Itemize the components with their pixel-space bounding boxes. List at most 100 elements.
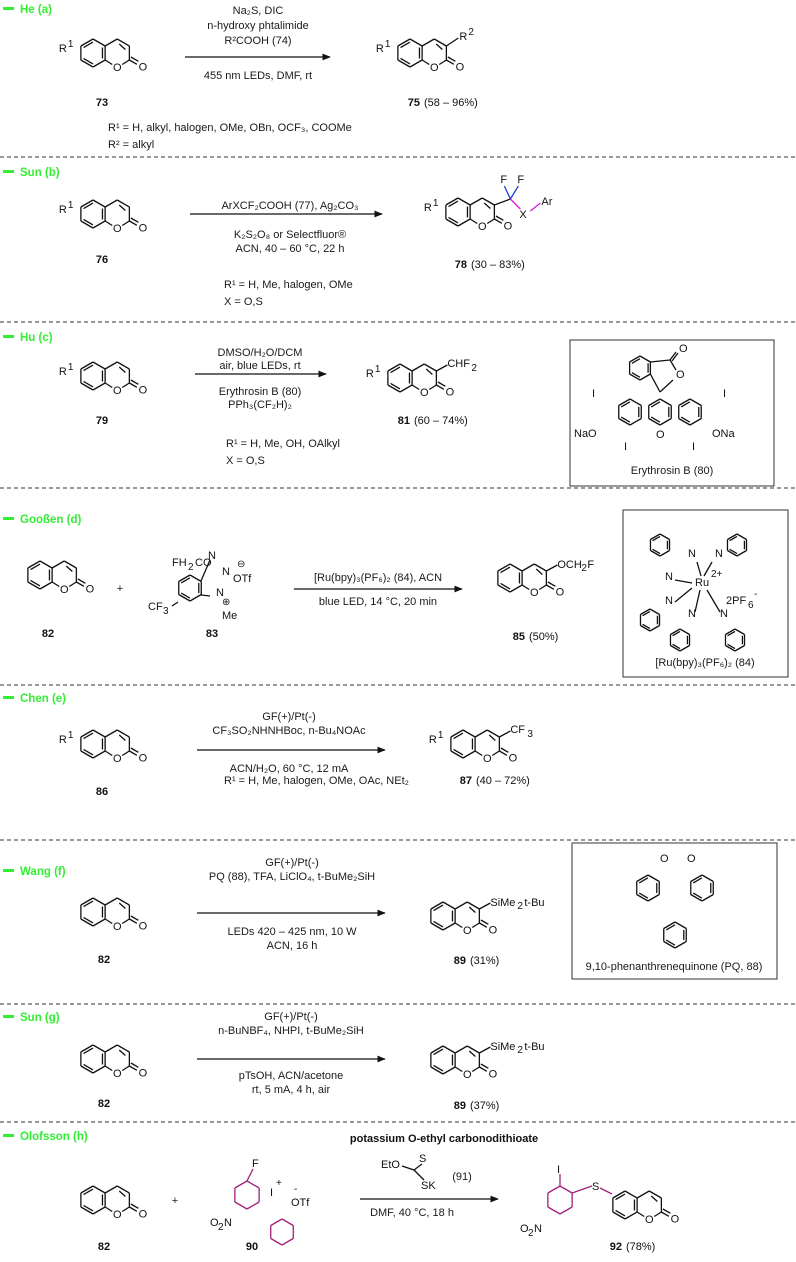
sm-label: 76 <box>96 254 108 266</box>
bond <box>494 218 503 224</box>
nitro-group: O <box>520 1223 529 1235</box>
condition-above: R²COOH (74) <box>224 35 291 47</box>
bond <box>413 1163 423 1171</box>
bond <box>400 57 411 65</box>
fh2co-group-co: CO <box>195 557 212 569</box>
bond <box>479 902 491 910</box>
bond <box>690 874 703 883</box>
bond <box>63 560 77 569</box>
bond <box>680 401 691 408</box>
bond <box>450 750 464 759</box>
bond <box>83 218 94 226</box>
bond <box>30 579 41 587</box>
bond <box>727 630 736 637</box>
bond <box>80 382 94 391</box>
bond <box>200 559 211 582</box>
bond <box>92 750 106 759</box>
silyl-sub: 2 <box>517 1045 523 1056</box>
bond <box>83 364 94 372</box>
bond <box>674 587 693 603</box>
product-yield: (40 – 72%) <box>476 775 530 787</box>
bond <box>118 902 126 909</box>
scope-line: R² = alkyl <box>108 139 154 151</box>
plus-sign: + <box>117 583 123 595</box>
bond <box>599 1187 613 1195</box>
r1-label: R <box>366 368 374 380</box>
bond <box>679 644 690 652</box>
bond <box>92 382 106 391</box>
scope-line: R¹ = H, alkyl, halogen, OMe, OBn, OCF₃, … <box>108 122 352 134</box>
bond <box>480 1063 489 1069</box>
bond <box>104 38 118 47</box>
thioether-sulfur: S <box>592 1181 599 1193</box>
bond <box>80 199 94 208</box>
r1-label: R <box>424 202 432 214</box>
condition-below: PPh₃(CF₂H)₂ <box>228 399 292 411</box>
condition-below: Erythrosin B (80) <box>219 386 302 398</box>
bond <box>234 1201 248 1210</box>
bond <box>661 1211 670 1217</box>
reagent-number: (91) <box>452 1171 472 1183</box>
product-yield: (37%) <box>470 1100 499 1112</box>
otf-charge: - <box>294 1184 297 1195</box>
nitro-group: O <box>210 1217 219 1229</box>
r1-label-sup: 1 <box>68 362 74 373</box>
lactone-carbonyl-oxygen: O <box>679 343 688 355</box>
bond <box>653 1211 662 1218</box>
bond <box>690 893 703 902</box>
bond <box>547 1206 561 1215</box>
bond <box>647 874 660 883</box>
bond <box>521 563 535 572</box>
condition-above: n-BuNBF₄, NHPI, t-BuMe₂SiH <box>218 1025 364 1037</box>
carbonyl-oxygen: O <box>139 752 148 764</box>
bpy-n: N <box>688 548 696 560</box>
bond <box>30 563 41 571</box>
bond <box>118 366 126 373</box>
bond <box>639 355 651 363</box>
carbonyl-oxygen: O <box>86 583 95 595</box>
bond <box>734 628 745 636</box>
bond <box>421 59 430 66</box>
bond <box>130 217 139 223</box>
bond <box>387 363 401 372</box>
bond <box>469 218 478 225</box>
bond <box>433 920 444 928</box>
triazolium-n2: N <box>222 566 230 578</box>
bond <box>636 874 649 883</box>
bond <box>116 729 130 738</box>
bond <box>80 361 94 370</box>
r1-label-sup: 1 <box>385 39 391 50</box>
bond <box>438 59 447 66</box>
bond <box>624 1190 638 1199</box>
bond <box>92 1044 106 1053</box>
triazolium-n1: N <box>208 550 216 562</box>
bond <box>453 748 464 756</box>
bond <box>468 1050 476 1057</box>
product-yield: (30 – 83%) <box>471 259 525 271</box>
product-yield: (50%) <box>529 631 558 643</box>
bond <box>104 897 118 906</box>
ring-oxygen: O <box>530 587 539 599</box>
condition-above: PQ (88), TFA, LiClO₄, t-BuMe₂SiH <box>209 871 375 883</box>
bond <box>672 630 681 637</box>
product-label: 78 <box>455 259 467 271</box>
bond <box>547 1185 561 1194</box>
bond <box>629 355 641 363</box>
bond <box>650 359 671 363</box>
bond <box>129 750 138 756</box>
bond <box>116 361 130 370</box>
reagent-label: 83 <box>206 628 218 640</box>
bond <box>80 1206 94 1215</box>
iodine: I <box>624 441 627 453</box>
bond <box>636 1211 645 1218</box>
bond <box>674 579 693 584</box>
condition-above: air, blue LEDs, rt <box>219 360 300 372</box>
bond <box>129 220 138 226</box>
ru-complex-box <box>622 509 789 678</box>
bond <box>130 1062 139 1068</box>
bond <box>436 384 445 390</box>
bpy-n: N <box>665 571 673 583</box>
r2-substituent-sup: 2 <box>468 27 474 38</box>
pf6-counterion: 2PF <box>726 595 746 607</box>
aryl-group: Ar <box>541 196 552 208</box>
